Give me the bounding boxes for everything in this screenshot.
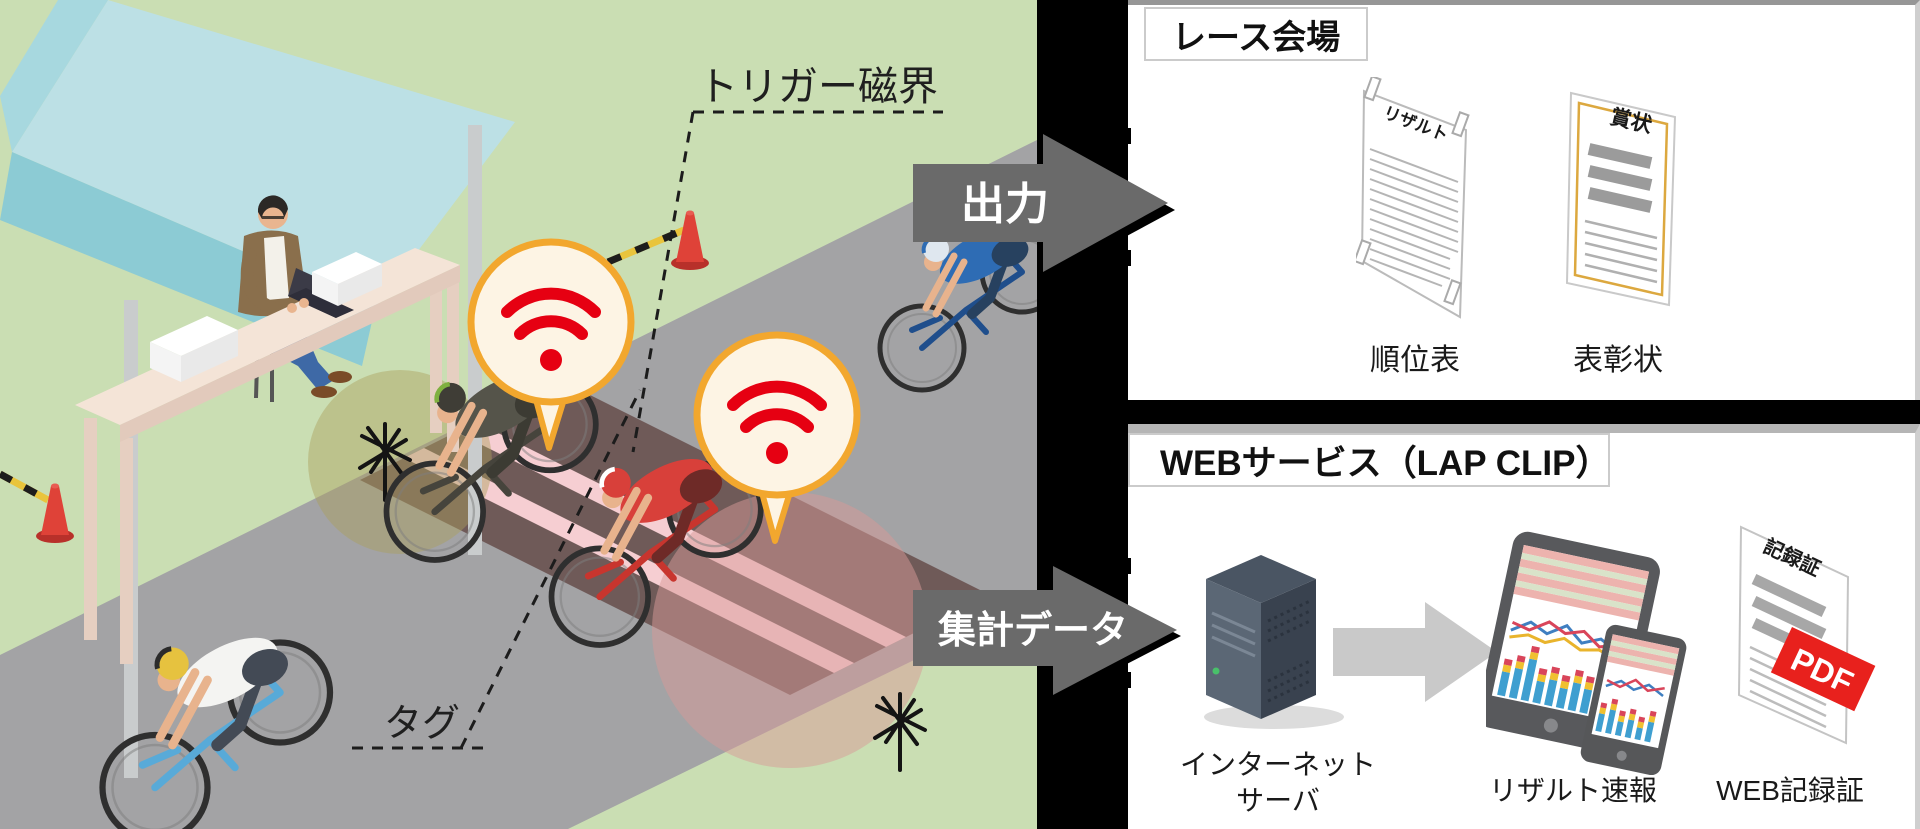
web-service-title: WEBサービス（LAP CLIP） — [1128, 433, 1610, 487]
aggregate-arrow-label: 集計データ — [937, 609, 1128, 652]
certificate-caption: 表彰状 — [1573, 344, 1663, 377]
ranking-sheet-illustration: リザルト — [1356, 77, 1470, 319]
aggregate-data-arrow: 集計データ — [913, 558, 1181, 699]
server-caption: インターネット サーバ — [1163, 747, 1393, 820]
race-venue-title-text: レース会場 — [1172, 18, 1341, 57]
award-certificate-illustration: 賞状 — [1565, 91, 1677, 307]
web-service-panel: WEBサービス（LAP CLIP） インターネット サーバ — [1128, 424, 1920, 829]
output-arrow: 出力 — [913, 128, 1175, 278]
trigger-field-pointer — [631, 110, 943, 453]
annotation-lines — [352, 110, 943, 750]
flow-arrow — [1333, 602, 1497, 702]
result-caption: リザルト速報 — [1488, 775, 1657, 806]
race-scene-illustration: トリガー磁界 タグ — [0, 0, 1037, 829]
race-venue-title: レース会場 — [1144, 7, 1369, 61]
sheet-pins — [1356, 77, 1470, 306]
ranking-sheet-caption: 順位表 — [1370, 344, 1460, 377]
trigger-field-label: トリガー磁界 — [698, 65, 938, 109]
server-caption-line2: サーバ — [1236, 785, 1320, 817]
internet-server-illustration — [1204, 555, 1344, 729]
barrier-cone — [0, 470, 74, 543]
server-led — [1212, 667, 1220, 675]
tag-pointer — [352, 389, 642, 750]
tag-label: タグ — [384, 703, 460, 745]
server-caption-line1: インターネット — [1179, 749, 1376, 780]
web-service-title-text: WEBサービス（LAP CLIP） — [1160, 443, 1611, 483]
pdf-caption: WEB記録証 — [1716, 775, 1864, 806]
phone-home-button — [1616, 750, 1627, 761]
phone — [1580, 624, 1687, 775]
tablet-home-button — [1543, 718, 1558, 733]
equipment-box — [150, 316, 238, 382]
equipment-box — [312, 252, 382, 306]
race-venue-panel: レース会場 リザルト 順位表 賞状 表彰状 — [1128, 0, 1920, 400]
output-arrow-label: 出力 — [961, 180, 1049, 229]
pdf-certificate-illustration: 記録証 PDF — [1737, 525, 1876, 745]
result-devices-illustration — [1486, 531, 1687, 775]
glasses — [262, 216, 284, 219]
trigger-field-right — [652, 492, 928, 768]
